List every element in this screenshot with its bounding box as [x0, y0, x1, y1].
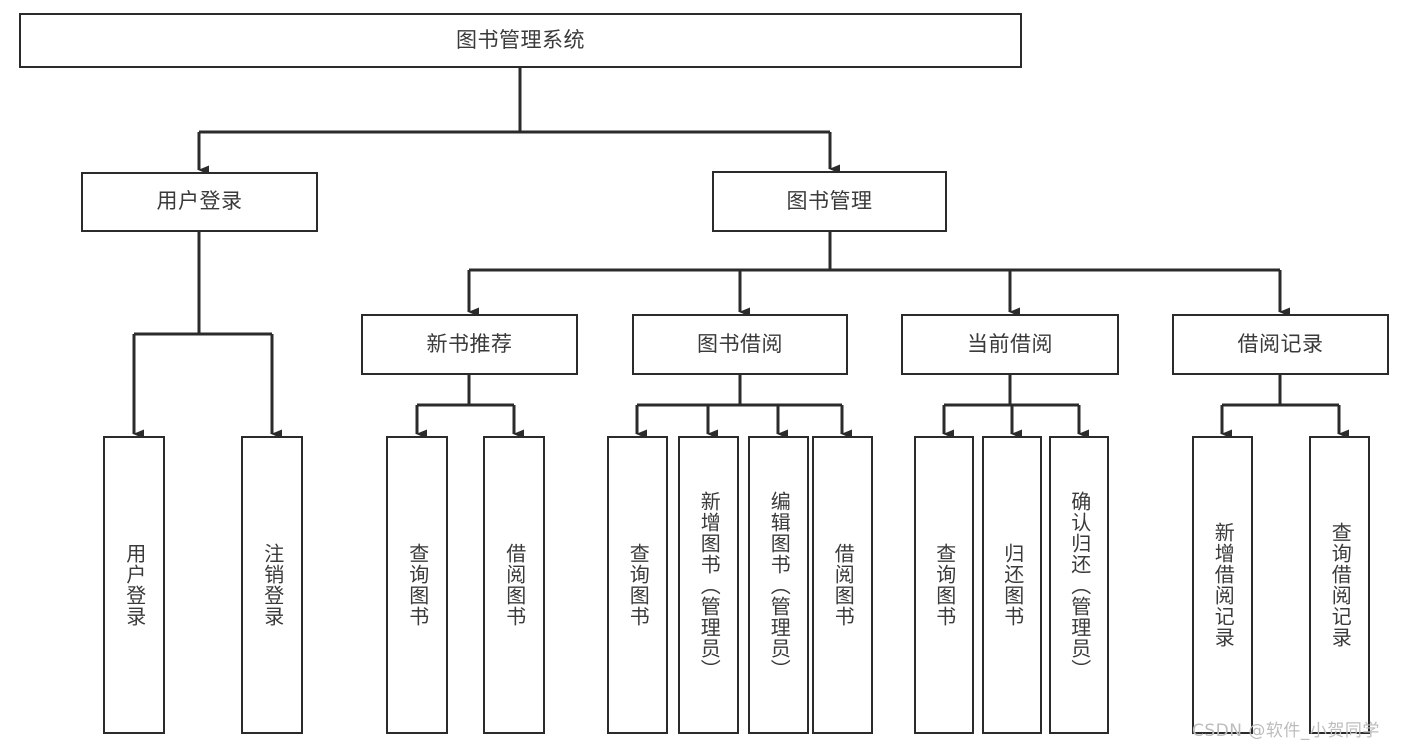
- node-book-borrow-label: 图书借阅: [697, 331, 783, 356]
- node-new-book-recommend[interactable]: 新书推荐: [361, 314, 578, 375]
- node-leaf-query-book-2[interactable]: 查询图书: [607, 436, 668, 734]
- node-leaf-confirm-return[interactable]: 确认归还（管理员）: [1049, 436, 1109, 734]
- node-root[interactable]: 图书管理系统: [19, 13, 1022, 68]
- user-login-connectors: [132, 232, 282, 439]
- node-leaf-borrow-book-1[interactable]: 借阅图书: [483, 436, 545, 734]
- node-user-login[interactable]: 用户登录: [81, 172, 318, 232]
- node-current-borrow-label: 当前借阅: [967, 331, 1053, 356]
- node-user-login-label: 用户登录: [156, 189, 243, 214]
- node-leaf-borrow-book-1-label: 借阅图书: [502, 543, 527, 627]
- node-book-manage-label: 图书管理: [786, 188, 873, 213]
- node-borrow-record-label: 借阅记录: [1237, 331, 1324, 356]
- book-borrow-connectors: [635, 375, 852, 439]
- node-leaf-add-book-label: 新增图书（管理员）: [697, 490, 722, 680]
- node-leaf-logout[interactable]: 注销登录: [241, 436, 303, 734]
- node-leaf-logout-label: 注销登录: [260, 543, 285, 627]
- node-leaf-query-book-1-label: 查询图书: [405, 543, 430, 627]
- node-current-borrow[interactable]: 当前借阅: [901, 314, 1119, 375]
- node-leaf-query-book-1[interactable]: 查询图书: [386, 436, 448, 734]
- current-borrow-connectors: [942, 375, 1089, 439]
- node-leaf-add-record-label: 新增借阅记录: [1211, 522, 1236, 648]
- node-leaf-return-book[interactable]: 归还图书: [982, 436, 1042, 734]
- node-new-book-recommend-label: 新书推荐: [426, 331, 513, 356]
- node-leaf-borrow-book-2[interactable]: 借阅图书: [812, 436, 873, 734]
- node-leaf-query-book-2-label: 查询图书: [626, 543, 651, 627]
- node-leaf-add-record[interactable]: 新增借阅记录: [1192, 436, 1253, 734]
- node-book-manage[interactable]: 图书管理: [712, 171, 947, 232]
- node-leaf-edit-book[interactable]: 编辑图书（管理员）: [748, 436, 809, 734]
- node-borrow-record[interactable]: 借阅记录: [1172, 314, 1389, 375]
- node-leaf-return-book-label: 归还图书: [1000, 543, 1025, 627]
- node-leaf-query-record[interactable]: 查询借阅记录: [1309, 436, 1370, 734]
- node-leaf-add-book[interactable]: 新增图书（管理员）: [678, 436, 739, 734]
- node-leaf-query-book-3[interactable]: 查询图书: [914, 436, 974, 734]
- borrow-record-connectors: [1220, 375, 1349, 439]
- node-leaf-borrow-book-2-label: 借阅图书: [831, 543, 856, 627]
- book-manage-connectors: [467, 232, 1290, 317]
- node-leaf-user-login[interactable]: 用户登录: [103, 436, 165, 734]
- node-root-label: 图书管理系统: [456, 27, 585, 52]
- node-leaf-query-record-label: 查询借阅记录: [1328, 522, 1353, 648]
- node-book-borrow[interactable]: 图书借阅: [632, 314, 848, 375]
- node-leaf-edit-book-label: 编辑图书（管理员）: [767, 490, 792, 680]
- new-book-recommend-connectors: [415, 375, 524, 439]
- node-leaf-query-book-3-label: 查询图书: [932, 543, 957, 627]
- root-connectors: [197, 68, 840, 175]
- node-leaf-user-login-label: 用户登录: [122, 543, 147, 627]
- node-leaf-confirm-return-label: 确认归还（管理员）: [1067, 490, 1092, 680]
